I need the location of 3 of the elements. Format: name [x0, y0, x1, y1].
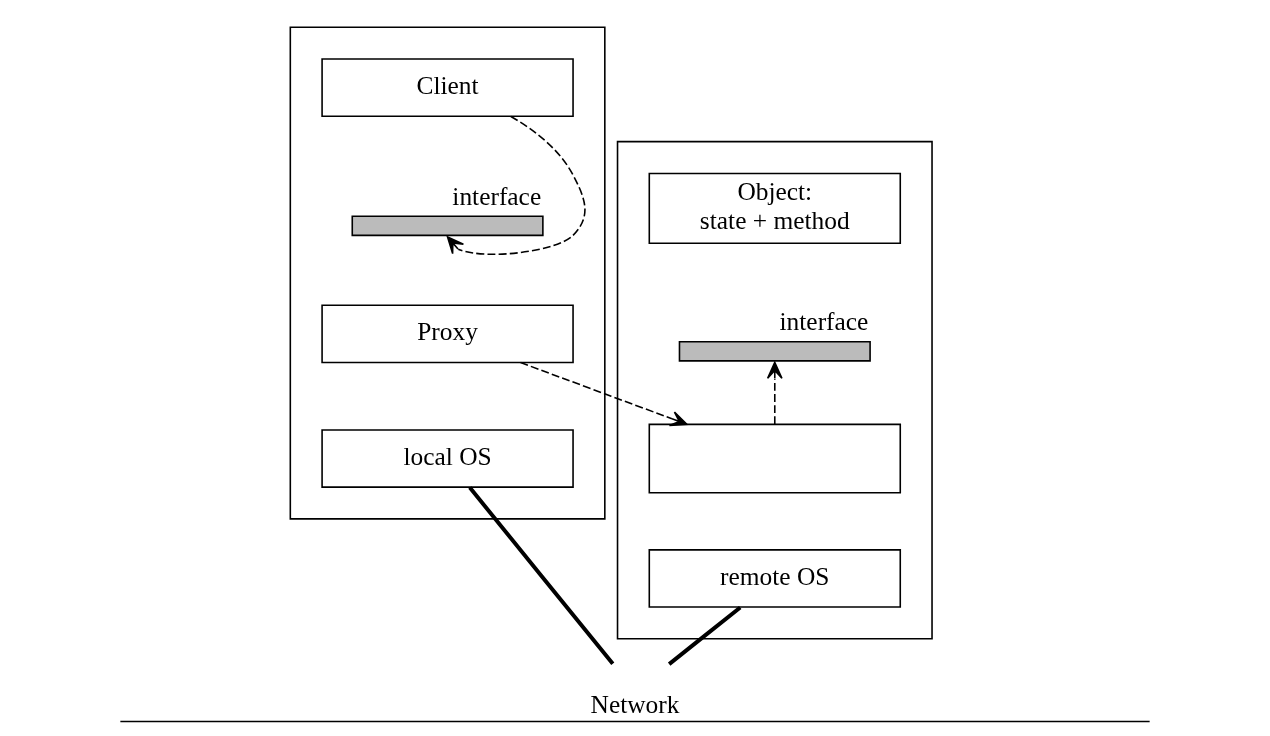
node-text: Network	[590, 690, 680, 719]
node-label: interface	[779, 307, 869, 336]
node-label: interface	[452, 181, 542, 210]
